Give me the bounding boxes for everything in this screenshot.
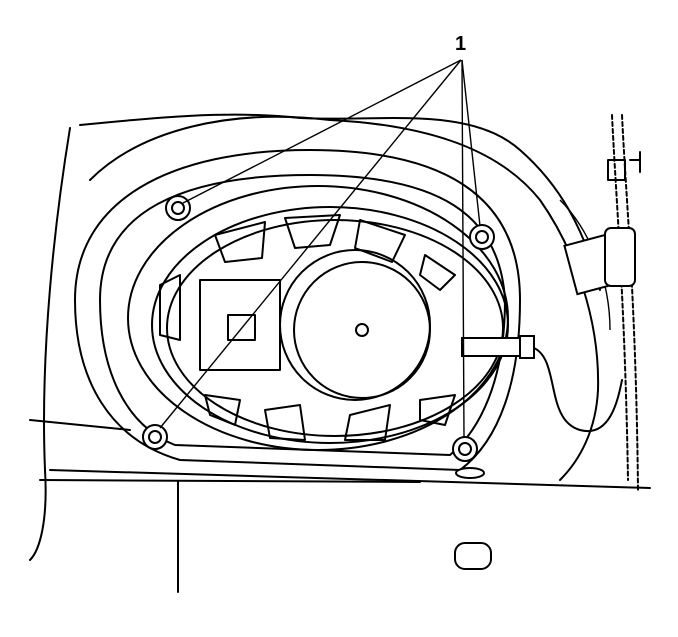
speaker-magnet (279, 249, 431, 401)
callout-leaders (159, 59, 481, 439)
fastener-bottom-left (142, 424, 168, 450)
callout-label: 1 (455, 33, 467, 55)
speaker-vents (159, 214, 456, 441)
fastener-bottom-right (452, 436, 478, 462)
door-panel (29, 113, 651, 593)
electrical-connector (461, 335, 623, 433)
wiring-harness (563, 114, 641, 491)
fastener-top-right (469, 224, 495, 250)
access-hole (454, 542, 492, 570)
fastener-top-left (165, 195, 191, 221)
